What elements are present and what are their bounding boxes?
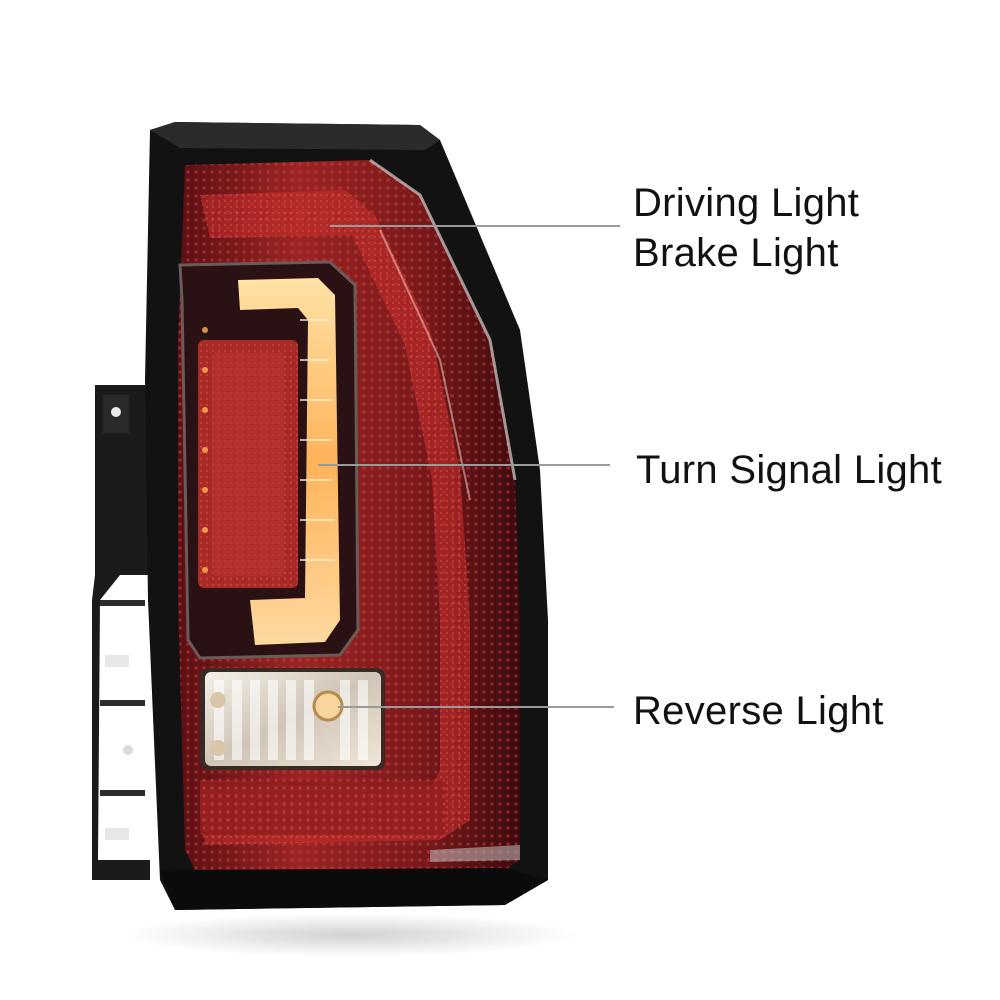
chrome-accent [369,158,517,481]
brake-light-label: Brake Light [633,231,839,275]
reverse-light-module [200,668,385,770]
housing-top-edge [150,122,440,150]
turn-signal-light-label: Turn Signal Light [636,448,943,492]
reverse-callout-line [338,706,614,708]
floor-shadow [120,913,580,957]
housing-bottom-lip [160,868,548,910]
driving-light-label: Driving Light [633,181,860,225]
turn-signal-callout-line [318,464,610,466]
reverse-light-label: Reverse Light [633,689,884,733]
turn-signal-led-strip [238,278,340,645]
driving-brake-callout-line [330,225,620,227]
mounting-bracket [92,385,150,880]
